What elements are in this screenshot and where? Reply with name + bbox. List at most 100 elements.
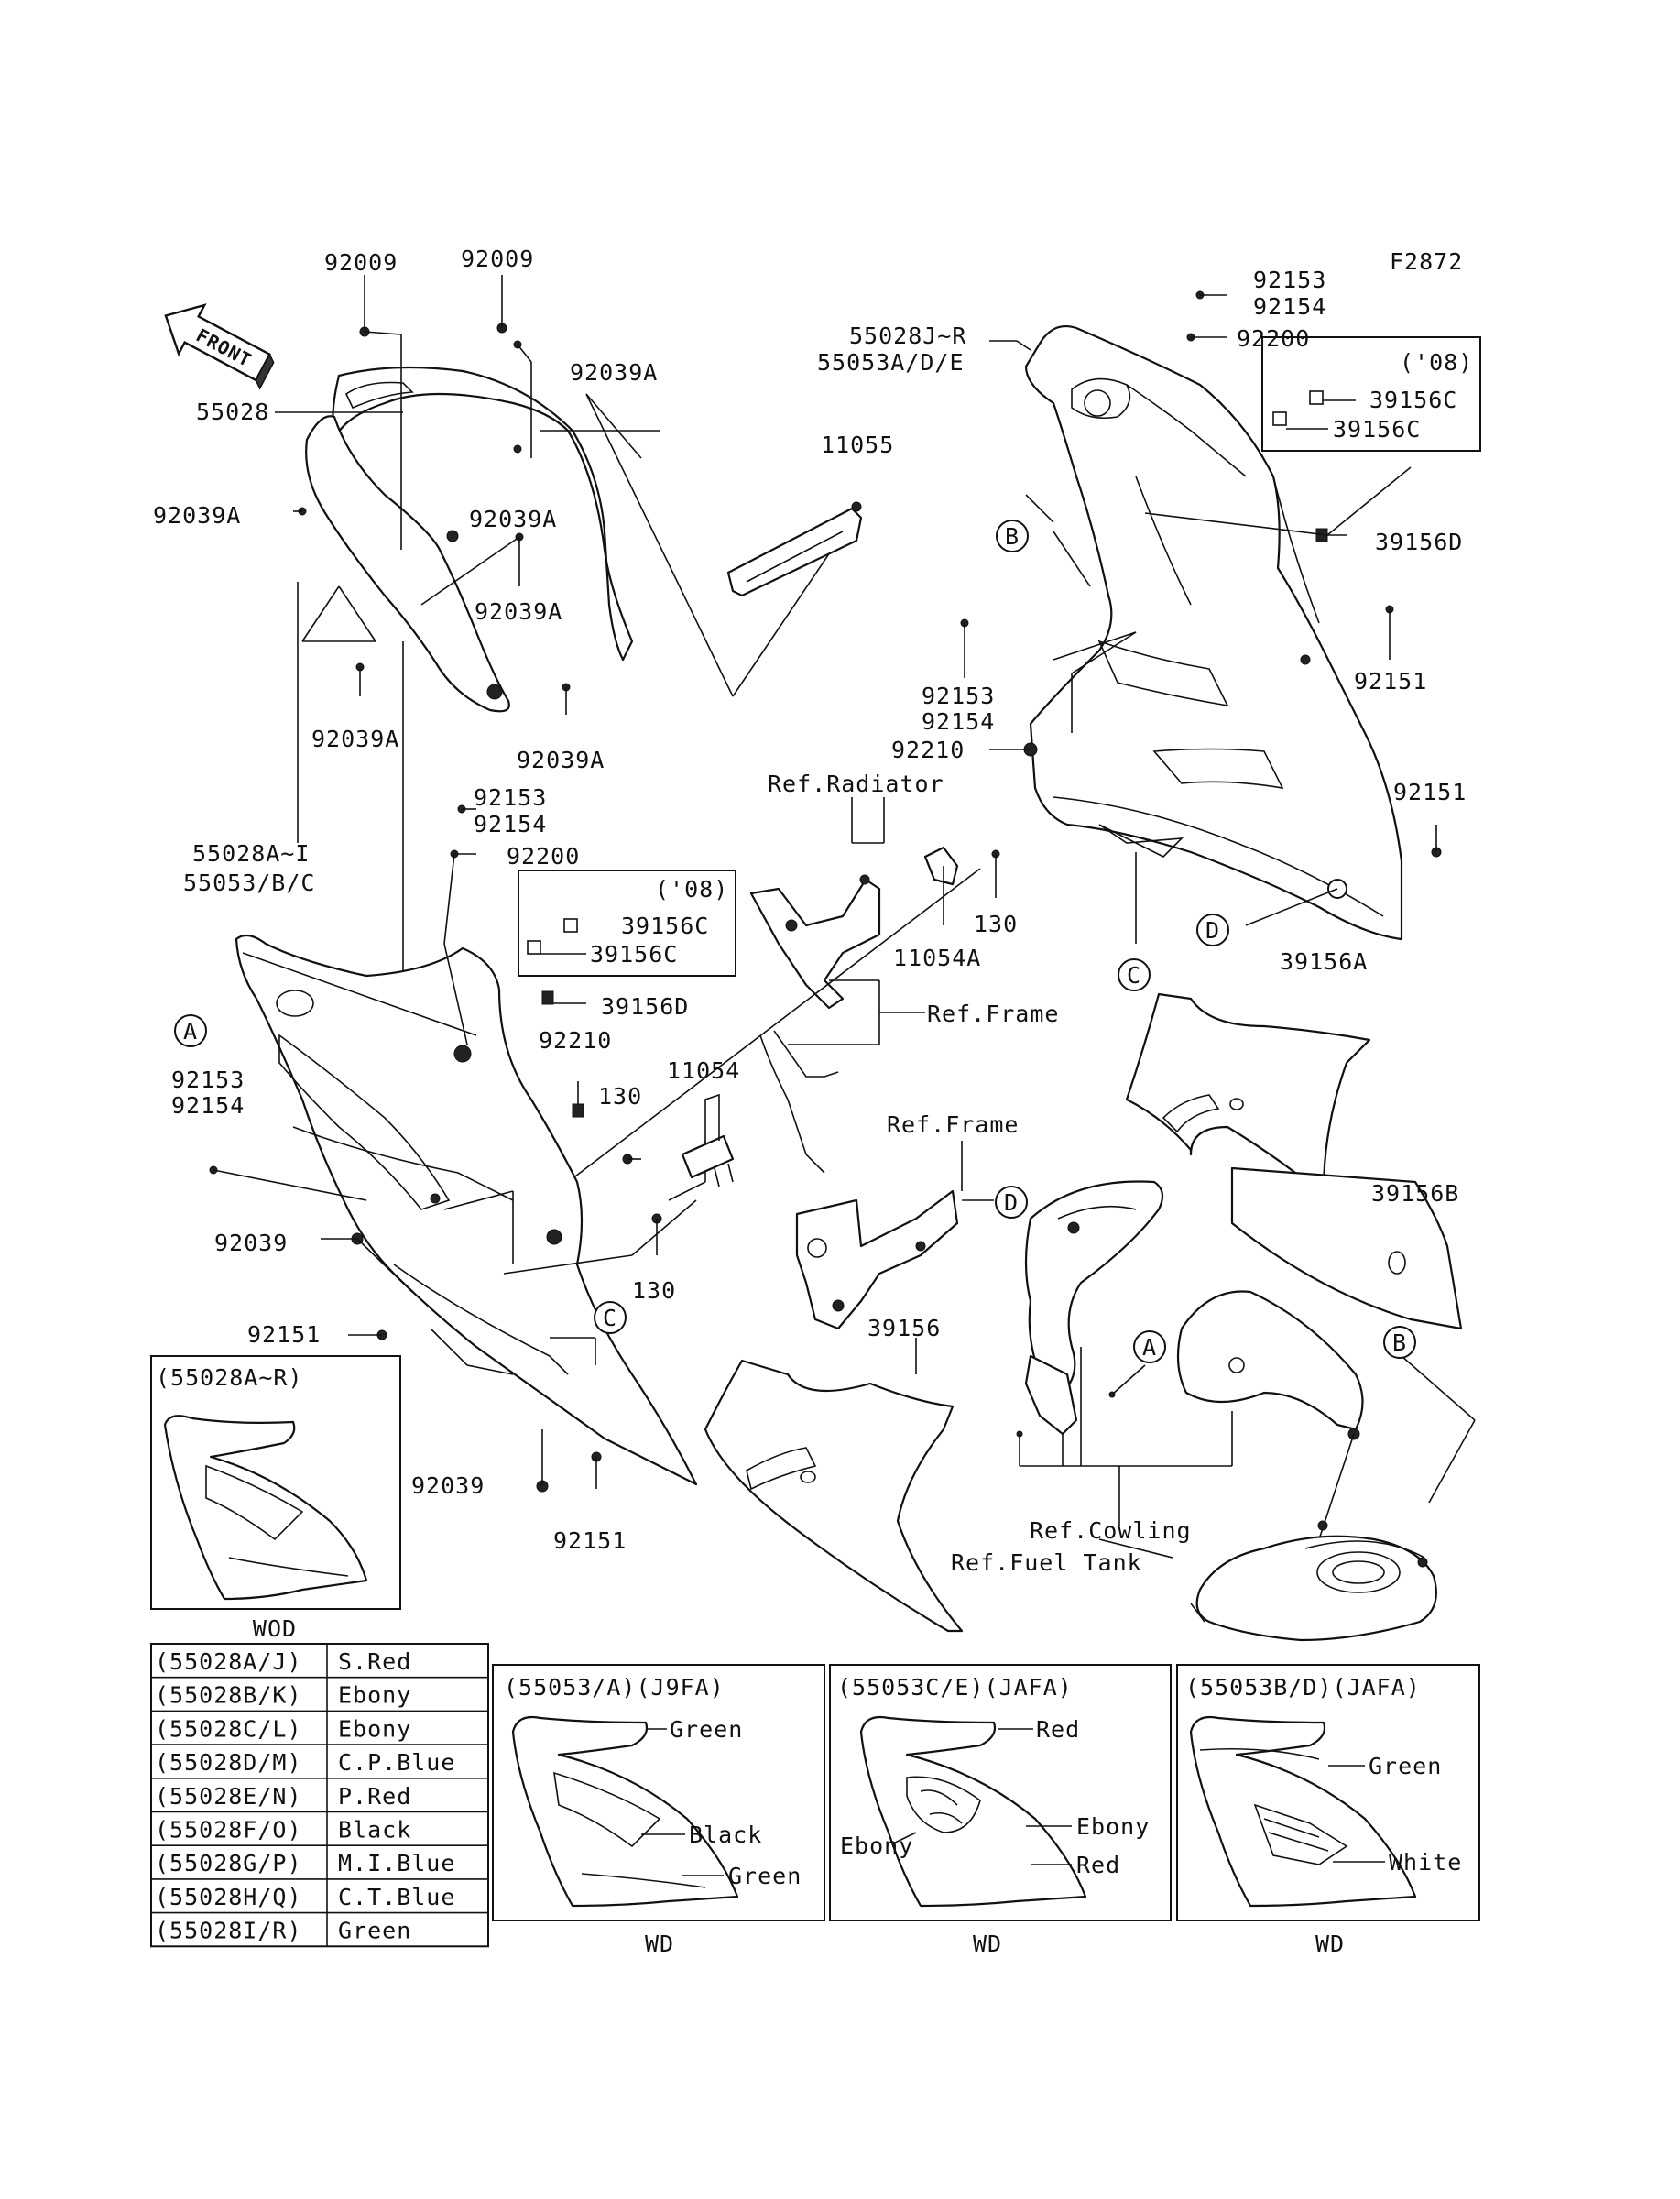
label-92153-a: 92153 — [1253, 267, 1326, 293]
color-table-color: M.I.Blue — [338, 1850, 455, 1876]
label-92210-a: 92210 — [891, 737, 965, 763]
leader-lines-lower-left — [213, 808, 697, 1489]
callout-A-1: A — [174, 1014, 207, 1047]
label-ref-radiator: Ref.Radiator — [768, 771, 944, 797]
label-92200-b: 92200 — [507, 843, 580, 870]
callout-D-1: D — [1196, 914, 1229, 946]
label-ref-frame-b: Ref.Frame — [887, 1111, 1019, 1138]
graphic-panel-3-caption: WD — [1315, 1931, 1345, 1957]
bracket-11054A — [749, 846, 1000, 1010]
label-92009-b: 92009 — [461, 246, 534, 272]
graphic-panel-2-color-1: Red — [1036, 1716, 1080, 1743]
label-92039A-1: 92039A — [570, 359, 658, 386]
graphic-panel-1-color-2: Black — [689, 1822, 762, 1848]
color-table-part: (55028B/K) — [155, 1682, 302, 1709]
graphic-panel-3: (55053B/D)(JAFA) Green White WD — [1176, 1664, 1480, 1957]
callout-A-2: A — [1133, 1330, 1166, 1363]
label-92153-d: 92153 — [171, 1067, 245, 1093]
leader-lines-right — [964, 294, 1437, 944]
color-table-color: C.P.Blue — [338, 1749, 455, 1776]
color-table-color: Ebony — [338, 1715, 411, 1742]
inner-panel-39156 — [704, 1359, 964, 1633]
label-92200-a: 92200 — [1237, 325, 1310, 352]
color-table-part: (55028G/P) — [155, 1850, 302, 1876]
year-box-right-year: ('08) — [1400, 349, 1473, 376]
right-side-cowl — [1024, 324, 1403, 941]
label-92009-a: 92009 — [324, 249, 398, 276]
label-92151-b: 92151 — [1393, 779, 1467, 805]
leader-lines-cowling — [1019, 1347, 1476, 1559]
fasteners-right — [960, 290, 1442, 858]
label-ref-frame-a: Ref.Frame — [927, 1001, 1059, 1027]
label-39156: 39156 — [867, 1315, 941, 1341]
callout-C-1: C — [1118, 958, 1151, 991]
callout-B-2: B — [1383, 1326, 1416, 1359]
label-92210-b: 92210 — [539, 1027, 612, 1054]
graphic-panel-1-title: (55053/A)(J9FA) — [504, 1674, 725, 1701]
label-11054: 11054 — [667, 1057, 740, 1084]
callout-D-2: D — [995, 1186, 1028, 1219]
label-11054A: 11054A — [893, 945, 981, 971]
label-39156D-a: 39156D — [1375, 529, 1463, 555]
label-92039A-6: 92039A — [517, 747, 605, 773]
label-ref-cowling: Ref.Cowling — [1030, 1517, 1192, 1544]
label-92153-b: 92153 — [922, 683, 995, 709]
label-92151-c: 92151 — [247, 1321, 321, 1348]
label-92039-b: 92039 — [411, 1472, 485, 1499]
graphic-panel-3-color-1: Green — [1369, 1753, 1442, 1779]
bracket-11054 — [681, 1030, 839, 1187]
label-55053ADE: 55053A/D/E — [817, 349, 965, 376]
graphic-panel-1-color-3: Green — [728, 1863, 802, 1889]
svg-text:B: B — [1392, 1329, 1407, 1356]
color-table-color: Green — [338, 1918, 411, 1944]
color-table-part: (55028D/M) — [155, 1749, 302, 1776]
label-ref-fuel-tank: Ref.Fuel Tank — [951, 1549, 1142, 1576]
color-table-part: (55028H/Q) — [155, 1884, 302, 1910]
callout-B-1: B — [996, 520, 1029, 552]
label-92039A-5: 92039A — [311, 726, 399, 752]
label-92154-c: 92154 — [474, 811, 547, 837]
year-box-right-label-2: 39156C — [1333, 416, 1421, 443]
frame-reference-piece — [795, 1189, 959, 1330]
color-table-part: (55028I/R) — [155, 1918, 302, 1944]
left-side-cowl — [235, 934, 698, 1486]
front-arrow-icon: FRONT — [164, 303, 275, 390]
graphic-panel-3-title: (55053B/D)(JAFA) — [1185, 1674, 1421, 1701]
label-92154-a: 92154 — [1253, 293, 1326, 320]
year-box-left-year: ('08) — [655, 876, 728, 903]
svg-text:D: D — [1004, 1189, 1019, 1216]
leader-lines-upper-left — [275, 275, 857, 990]
color-table-color: C.T.Blue — [338, 1884, 455, 1910]
svg-text:A: A — [1142, 1334, 1157, 1361]
year-box-left-label-2: 39156C — [590, 941, 678, 968]
label-55053BC: 55053/B/C — [183, 870, 315, 896]
year-box-left-label-1: 39156C — [621, 913, 709, 939]
label-11055: 11055 — [821, 432, 894, 458]
color-table-part: (55028F/O) — [155, 1817, 302, 1843]
label-130-b: 130 — [598, 1083, 642, 1110]
inner-panel-upper — [305, 366, 634, 713]
year-box-left: ('08) 39156C 39156C — [518, 870, 736, 977]
label-92039A-3: 92039A — [469, 506, 557, 532]
year-box-right: ('08) 39156C 39156C — [1261, 336, 1481, 452]
label-92154-d: 92154 — [171, 1092, 245, 1119]
label-92039A-2: 92039A — [153, 502, 241, 529]
callout-C-2: C — [594, 1301, 627, 1334]
year-box-right-label-1: 39156C — [1369, 387, 1457, 413]
diagram-code: F2872 — [1390, 248, 1463, 275]
graphic-panel-1: (55053/A)(J9FA) Green Black Green WD — [492, 1664, 825, 1957]
inner-panel-39156B — [1230, 1166, 1463, 1330]
label-55028JR: 55028J~R — [849, 323, 966, 349]
graphic-panel-1-color-1: Green — [670, 1716, 743, 1743]
label-92151-d: 92151 — [553, 1527, 627, 1554]
label-55028: 55028 — [196, 399, 269, 425]
color-table: (55028A/J)S.Red(55028B/K)Ebony(55028C/L)… — [150, 1643, 489, 1948]
graphic-panel-2-caption: WD — [973, 1931, 1002, 1957]
color-table-part: (55028E/N) — [155, 1783, 302, 1810]
color-table-color: S.Red — [338, 1648, 411, 1675]
color-table-color: Black — [338, 1817, 411, 1843]
label-92151-a: 92151 — [1354, 668, 1427, 695]
color-table-color: P.Red — [338, 1783, 411, 1810]
variant-inset: (55028A~R) WOD — [150, 1355, 401, 1642]
label-39156B: 39156B — [1371, 1180, 1459, 1207]
